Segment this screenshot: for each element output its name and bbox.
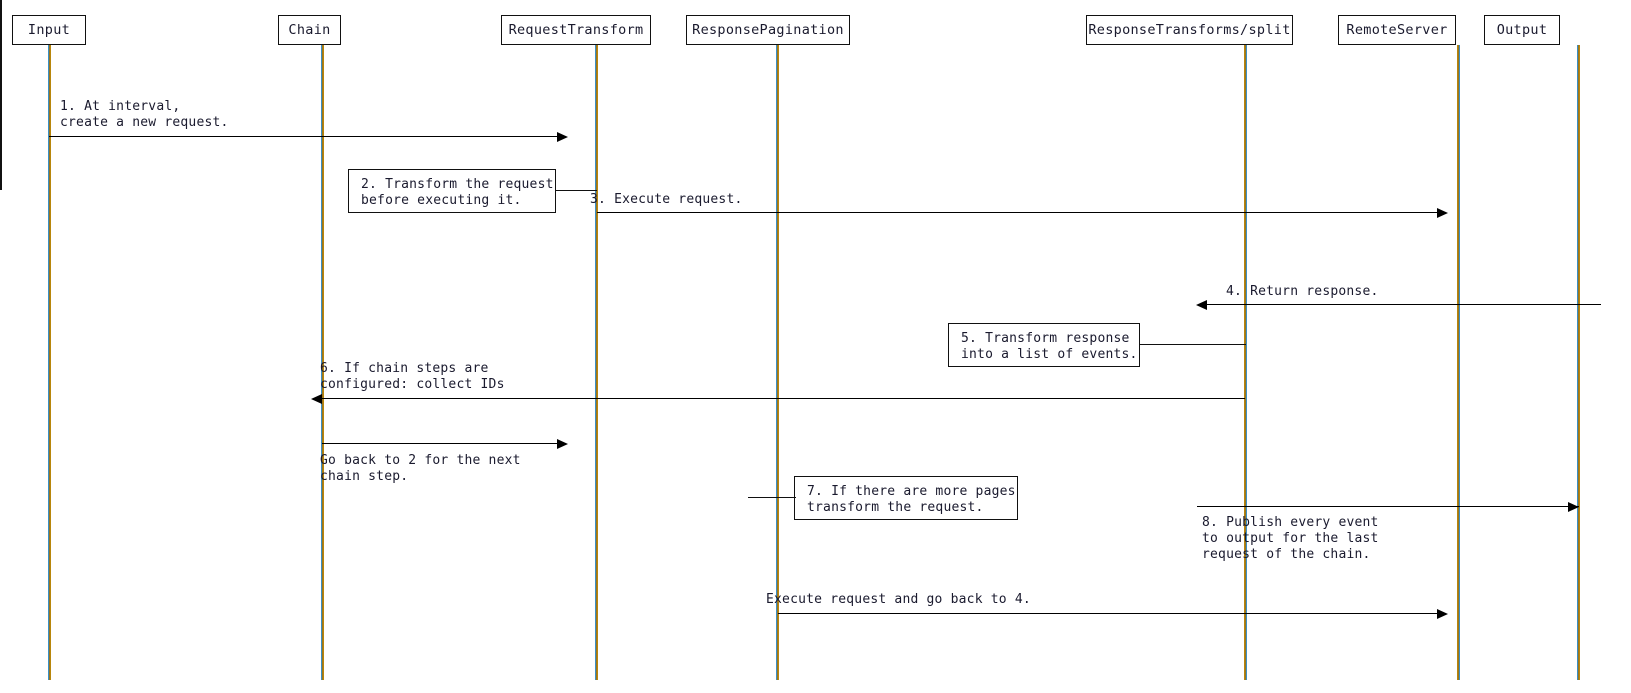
message-label-4: 4. Return response. [1226, 284, 1379, 299]
participant-request-transform[interactable]: RequestTransform [501, 15, 651, 45]
participant-response-pagination[interactable]: ResponsePagination [686, 15, 850, 45]
message-line-3 [597, 212, 1441, 214]
note-5: 5. Transform response into a list of eve… [948, 323, 1140, 367]
message-arrowhead-9 [1437, 609, 1448, 619]
message-label-8: 8. Publish every event to output for the… [1202, 515, 1379, 562]
note-connector-5 [1139, 344, 1246, 346]
participant-output[interactable]: Output [1484, 15, 1560, 45]
lifeline-chain [321, 45, 324, 680]
participant-chain[interactable]: Chain [278, 15, 341, 45]
message-arrowhead-6 [311, 394, 322, 404]
lifeline-input [48, 45, 51, 680]
message-label-6: 6. If chain steps are configured: collec… [320, 361, 505, 392]
lifeline-response-transforms-split [1244, 45, 1247, 680]
message-line-4 [1207, 304, 1601, 306]
lifeline-remote-server [1457, 45, 1460, 680]
message-label-3: 3. Execute request. [590, 192, 743, 207]
note-connector-2 [555, 190, 597, 192]
message-arrowhead-1 [557, 132, 568, 142]
participant-remote-server[interactable]: RemoteServer [1338, 15, 1456, 45]
note-7: 7. If there are more pages transform the… [794, 476, 1018, 520]
message-line-6b [322, 443, 563, 445]
message-label-9: Execute request and go back to 4. [766, 592, 1031, 607]
message-line-1 [49, 136, 563, 138]
lifeline-response-pagination [776, 45, 779, 680]
participant-response-transforms-split[interactable]: ResponseTransforms/split [1086, 15, 1293, 45]
participant-input[interactable]: Input [12, 15, 86, 45]
left-edge-artifact [0, 0, 2, 190]
lifeline-request-transform [595, 45, 598, 680]
message-label-6b: Go back to 2 for the next chain step. [320, 453, 521, 484]
message-line-9 [778, 613, 1441, 615]
note-2: 2. Transform the request before executin… [348, 169, 556, 213]
message-arrowhead-3 [1437, 208, 1448, 218]
message-label-1: 1. At interval, create a new request. [60, 99, 229, 130]
message-line-8 [1197, 506, 1579, 508]
message-arrowhead-6b [557, 439, 568, 449]
message-arrowhead-8 [1568, 502, 1579, 512]
message-line-6 [322, 398, 1245, 400]
note-connector-7 [748, 497, 796, 499]
message-arrowhead-4 [1196, 300, 1207, 310]
lifeline-output [1577, 45, 1580, 680]
